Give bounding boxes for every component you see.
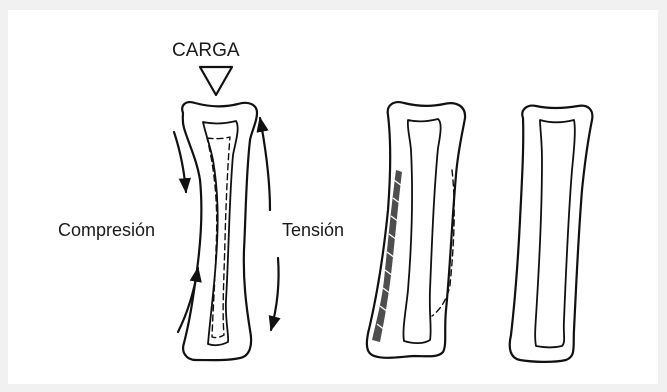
compression-arrow-down xyxy=(174,132,186,192)
bone-bent-under-load xyxy=(182,102,257,360)
tension-arrow-down xyxy=(271,258,279,330)
load-label: CARGA xyxy=(172,40,240,61)
bone-outer-contour xyxy=(510,106,593,362)
tension-arrows xyxy=(260,118,279,330)
bone-outer-contour xyxy=(182,102,257,360)
bone-remodeled xyxy=(510,106,593,362)
load-triangle-icon xyxy=(200,67,232,95)
bone-deposition-area xyxy=(372,170,402,342)
compression-label: Compresión xyxy=(58,220,155,240)
compression-arrows xyxy=(174,132,198,332)
tension-label: Tensión xyxy=(282,220,344,240)
medullary-canal xyxy=(203,121,238,345)
tension-arrow-up xyxy=(260,118,270,210)
bone-remodeling xyxy=(367,102,465,358)
medullary-canal xyxy=(403,119,440,343)
medullary-canal xyxy=(535,120,575,348)
